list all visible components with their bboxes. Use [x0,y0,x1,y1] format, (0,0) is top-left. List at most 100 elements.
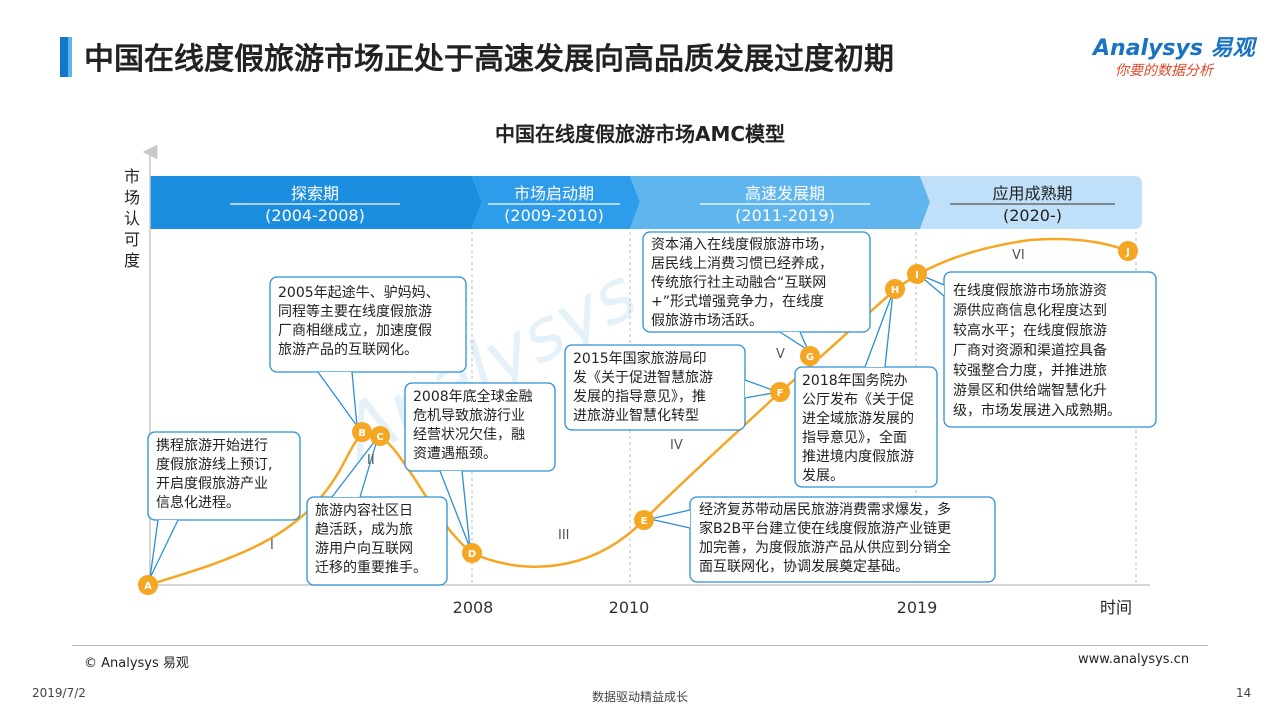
phase-years-launch: (2009-2010) [504,206,604,225]
callout-h-line: 2018年国务院办 [802,373,908,389]
segment-label-1: I [270,538,274,553]
curve-marker-j [1118,241,1138,261]
phase-years-exploration: (2004-2008) [265,206,365,225]
callout-h-line: 指导意见》，全面 [802,430,907,446]
curve-marker-label-c: C [376,432,383,443]
copyright: © Analysys 易观 [84,656,189,671]
callout-g-line: 传统旅行社主动融合“互联网 [651,275,827,291]
callout-c-line: 旅游内容社区日 [315,503,413,519]
callout-h-line: 发展。 [802,468,844,484]
callout-h-line: 公厅发布《关于促 [802,392,914,408]
y-axis-label: 市场认可度 [123,167,140,270]
segment-label-5: V [776,347,785,362]
callout-f-line: 发《关于促进智慧旅游 [573,370,713,386]
curve-marker-label-b: B [358,428,366,439]
callout-h: 2018年国务院办 公厅发布《关于促 进全域旅游发展的 指导意见》，全面 推进境… [802,372,914,486]
callout-b-line: 厂商相继成立，加速度假 [278,323,432,339]
callout-frame-a [147,431,301,521]
callout-a-line: 开启度假旅游产业 [156,476,268,492]
callout-h-line: 进全域旅游发展的 [802,411,914,427]
website-link[interactable]: www.analysys.cn [1078,652,1190,667]
x-tick-2008: 2008 [452,598,494,617]
callout-f: 2015年国家旅游局印 发《关于促进智慧旅游 发展的指导意见》，推 进旅游业智慧… [573,350,713,426]
curve-marker-label-f: F [777,388,784,399]
curve-marker-e [634,510,654,530]
curve-marker-h [885,279,905,299]
callout-i-line: 源供应商信息化程度达到 [953,303,1107,319]
phase-name-maturity: 应用成熟期 [992,184,1073,203]
callout-c-line: 迁移的重要推手。 [315,560,427,576]
segment-label-2: II [367,453,375,468]
callout-frames [147,231,1157,586]
x-tick-2010: 2010 [608,598,650,617]
callout-d-line: 危机导致旅游行业 [413,408,525,424]
title-accent-bar [60,37,68,77]
callout-a-line: 信息化进程。 [156,495,240,511]
phase-band-exploration [150,176,482,229]
page-number: 14 [1236,686,1252,700]
callout-f-line: 发展的指导意见》，推 [573,389,706,405]
callout-a-line: 携程旅游开始进行 [156,438,268,454]
callout-b: 2005年起途牛、驴妈妈、 同程等主要在线度假旅游 厂商相继成立，加速度假 旅游… [278,284,440,360]
callout-frame-e [689,496,996,583]
callout-c: 旅游内容社区日 趋活跃，成为旅 游用户向互联网 迁移的重要推手。 [315,502,427,578]
segment-label-4: IV [670,438,683,453]
callout-d-line: 资遭遇瓶颈。 [413,446,497,462]
report-date: 2019/7/2 [32,686,86,700]
phase-band-maturity [920,176,1142,229]
callout-i-line: 游景区和供给端智慧化升 [953,383,1107,399]
phase-band-launch [472,176,640,229]
curve-marker-g [800,346,820,366]
callout-a-line: 度假旅游线上预订, [156,457,273,473]
callout-e: 经济复苏带动居民旅游消费需求爆发，多 家B2B平台建立使在线度假旅游产业链更 加… [699,501,951,577]
analysys-logo: Analysys 易观 你要的数据分析 [1093,30,1255,85]
callout-i-line: 较强整合力度，并推进旅 [953,363,1107,379]
footer-slogan: 数据驱动精益成长 [591,690,688,704]
curve-marker-label-d: D [468,549,476,560]
callout-a: 携程旅游开始进行 度假旅游线上预订, 开启度假旅游产业 信息化进程。 [156,437,272,513]
logo-wordmark: Analysys 易观 [1093,36,1255,61]
callout-g-line: 假旅游市场活跃。 [651,313,763,329]
callout-i-line: 在线度假旅游市场旅游资 [953,283,1107,299]
curve-marker-i [907,264,927,284]
x-axis-label: 时间 [1100,598,1133,617]
callout-d-line: 经营状况欠佳，融 [413,427,525,443]
curve-marker-d [462,543,482,563]
phase-bands [150,176,1142,229]
curve-marker-label-e: E [641,516,648,527]
callout-g-line: 居民线上消费习惯已经养成， [651,256,833,272]
callout-h-line: 推进境内度假旅游 [802,449,914,465]
phase-band-rapid-growth [630,176,930,229]
callout-b-line: 旅游产品的互联网化。 [278,342,418,358]
diagram-title: 中国在线度假旅游市场AMC模型 [494,122,786,146]
x-tick-2019: 2019 [896,598,938,617]
phase-years-rapid-growth: (2011-2019) [735,206,835,225]
phase-years-maturity: (2020-) [1003,206,1062,225]
curve-marker-label-j: J [1125,247,1130,258]
callout-frame-b [269,276,467,373]
curve-marker-label-i: I [915,270,919,281]
segment-label-6: VI [1012,248,1025,263]
callout-i-line: 级，市场发展进入成熟期。 [953,403,1121,419]
callout-g: 资本涌入在线度假旅游市场， 居民线上消费习惯已经养成， 传统旅行社主动融合“互联… [651,236,833,331]
callout-f-line: 进旅游业智慧化转型 [573,408,699,424]
callout-b-line: 同程等主要在线度假旅游 [278,304,432,320]
logo-tagline: 你要的数据分析 [1115,63,1213,79]
callout-g-line: 资本涌入在线度假旅游市场， [651,237,833,253]
title-accent-bar-light [68,37,72,77]
callout-frame-i [943,271,1157,428]
callout-e-line: 经济复苏带动居民旅游消费需求爆发，多 [699,502,951,518]
phase-name-rapid-growth: 高速发展期 [744,184,825,203]
curve-marker-label-g: G [806,352,814,363]
callout-frame-d [404,382,556,472]
callout-e-line: 加完善，为度假旅游产品从供应到分销全 [699,540,951,556]
curve-marker-c [370,426,390,446]
callout-c-line: 趋活跃，成为旅 [315,522,413,538]
callout-e-line: 家B2B平台建立使在线度假旅游产业链更 [699,521,952,537]
callout-frame-c [306,496,448,586]
callout-d: 2008年底全球金融 危机导致旅游行业 经营状况欠佳，融 资遭遇瓶颈。 [413,388,533,464]
callout-i-line: 厂商对资源和渠道控具备 [953,343,1107,359]
callout-i-line: 较高水平；在线度假旅游 [953,323,1107,339]
